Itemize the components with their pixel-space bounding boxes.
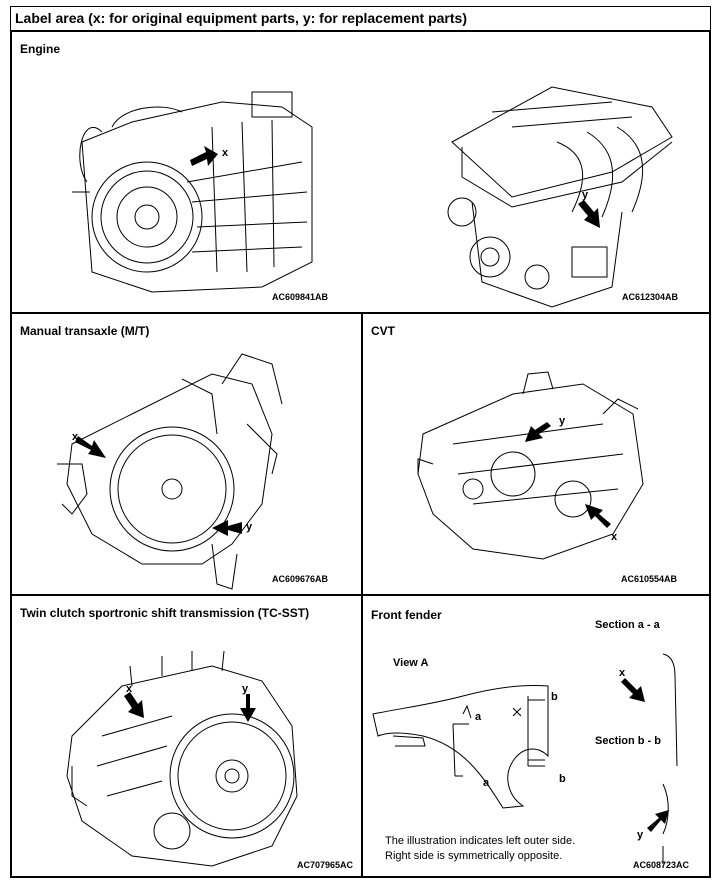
section-mark-a-top: a [475,711,482,723]
title-bar: Label area (x: for original equipment pa… [10,6,711,30]
panel-cvt: CVT y x AC610554AB [362,313,710,595]
label-area-grid: Engine x AC609841AB [10,30,711,878]
panel-engine: Engine x AC609841AB [11,31,710,313]
marker-y: y [637,829,644,841]
arrow-x-icon [621,678,645,702]
panel-label: CVT [371,324,395,338]
arrow-x-icon [585,504,611,528]
note-line-2: Right side is symmetrically opposite. [385,850,563,862]
marker-y: y [246,521,253,533]
marker-x: x [222,147,229,159]
front-fender-illustration: a a b b x y [372,653,678,864]
arrow-y-icon [647,810,669,832]
arrow-x-icon [190,146,218,166]
figure-code: AC608723AC [633,860,690,870]
section-bb-label: Section b - b [595,735,661,747]
section-mark-a-bottom: a [483,777,490,789]
tc-sst-illustration: x y [66,650,298,867]
panel-label: Twin clutch sportronic shift transmissio… [20,606,310,620]
section-mark-b-top: b [551,691,558,703]
marker-x: x [72,431,79,443]
marker-y: y [559,415,566,427]
figure-code: AC609841AB [272,292,329,302]
figure-code: AC707965AC [297,860,354,870]
arrow-x-icon [75,436,106,458]
figure-code: AC609676AB [272,574,329,584]
marker-x: x [126,683,133,695]
figure-code: AC610554AB [621,574,678,584]
arrow-y-icon [240,694,256,722]
panel-front-fender: Front fender View A Section a - a Sectio… [362,595,710,877]
marker-y: y [582,189,589,201]
arrow-x-icon [124,692,144,718]
page-title: Label area (x: for original equipment pa… [15,10,467,26]
arrow-y-icon [212,520,242,536]
section-aa-label: Section a - a [595,619,660,631]
panel-label: Manual transaxle (M/T) [20,324,150,338]
marker-y: y [242,683,249,695]
marker-x: x [619,667,626,679]
manual-transaxle-illustration: x y [57,353,283,590]
arrow-y-icon [578,200,600,228]
view-label: View A [393,657,429,669]
arrow-y-icon [525,422,551,442]
panel-tc-sst: Twin clutch sportronic shift transmissio… [11,595,362,877]
figure-code: AC612304AB [622,292,679,302]
marker-x: x [611,531,618,543]
engine-right-illustration: y [447,86,673,308]
orientation-note: The illustration indicates left outer si… [385,834,575,864]
cvt-illustration: y x [417,371,644,560]
section-mark-b-bottom: b [559,773,566,785]
panel-label: Engine [20,42,61,56]
engine-left-illustration: x [72,91,313,293]
panel-label: Front fender [371,608,442,622]
panel-manual-transaxle: Manual transaxle (M/T) x y AC609676AB [11,313,362,595]
note-line-1: The illustration indicates left outer si… [385,835,576,847]
